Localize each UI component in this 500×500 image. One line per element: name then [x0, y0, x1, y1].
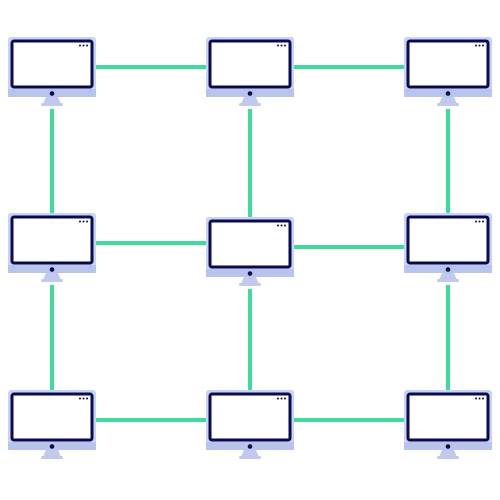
window-dot-icon — [86, 44, 88, 47]
power-dot-icon — [445, 444, 451, 449]
window-dot-icon — [478, 397, 481, 400]
window-dot-icon — [79, 220, 81, 223]
monitor-stand — [43, 97, 61, 104]
power-dot-icon — [445, 267, 451, 272]
monitor-base — [41, 279, 63, 282]
computer-n12-desktop-monitor-icon — [404, 213, 492, 282]
power-dot-icon — [445, 91, 451, 96]
window-dot-icon — [86, 220, 88, 223]
window-dot-icon — [284, 44, 286, 47]
monitor-screen — [406, 392, 490, 442]
window-dot-icon — [475, 220, 477, 223]
window-dot-icon — [475, 397, 477, 400]
window-dot-icon — [82, 397, 85, 400]
window-dot-icon — [478, 220, 481, 223]
window-dot-icon — [79, 397, 81, 400]
computer-n20-desktop-monitor-icon — [8, 390, 96, 459]
power-dot-icon — [247, 444, 253, 449]
monitor-screen — [10, 392, 94, 442]
monitor-screen — [406, 39, 490, 89]
monitor-base — [41, 456, 63, 459]
window-dot-icon — [280, 397, 283, 400]
monitor-base — [239, 456, 261, 459]
window-dot-icon — [478, 44, 481, 47]
window-dot-icon — [482, 44, 484, 47]
monitor-screen — [208, 39, 292, 89]
window-dot-icon — [284, 224, 286, 227]
window-dot-icon — [277, 397, 279, 400]
window-dot-icon — [475, 44, 477, 47]
computer-n21-desktop-monitor-icon — [206, 390, 294, 459]
computer-n11-desktop-monitor-icon — [206, 217, 294, 286]
power-dot-icon — [49, 267, 55, 272]
window-dot-icon — [280, 44, 283, 47]
computer-n01-desktop-monitor-icon — [206, 37, 294, 106]
monitor-base — [239, 283, 261, 286]
monitor-screen — [208, 392, 292, 442]
computer-n10-desktop-monitor-icon — [8, 213, 96, 282]
monitor-stand — [241, 277, 259, 284]
window-dot-icon — [86, 397, 88, 400]
monitor-stand — [241, 450, 259, 457]
window-dot-icon — [482, 397, 484, 400]
window-dot-icon — [482, 220, 484, 223]
monitor-base — [437, 279, 459, 282]
window-dot-icon — [277, 224, 279, 227]
monitor-stand — [43, 450, 61, 457]
monitor-screen — [10, 39, 94, 89]
computer-n00-desktop-monitor-icon — [8, 37, 96, 106]
monitor-stand — [439, 97, 457, 104]
power-dot-icon — [49, 91, 55, 96]
monitor-stand — [43, 273, 61, 280]
power-dot-icon — [247, 271, 253, 276]
monitor-stand — [439, 273, 457, 280]
window-dot-icon — [79, 44, 81, 47]
monitor-screen — [208, 219, 292, 269]
computer-n02-desktop-monitor-icon — [404, 37, 492, 106]
window-dot-icon — [284, 397, 286, 400]
monitor-base — [239, 103, 261, 106]
power-dot-icon — [247, 91, 253, 96]
power-dot-icon — [49, 444, 55, 449]
computer-n22-desktop-monitor-icon — [404, 390, 492, 459]
window-dot-icon — [277, 44, 279, 47]
monitor-screen — [406, 215, 490, 265]
window-dot-icon — [82, 220, 85, 223]
monitor-base — [41, 103, 63, 106]
monitor-screen — [10, 215, 94, 265]
monitor-base — [437, 103, 459, 106]
monitor-stand — [241, 97, 259, 104]
window-dot-icon — [82, 44, 85, 47]
computers — [8, 37, 492, 459]
monitor-stand — [439, 450, 457, 457]
connections — [50, 65, 450, 422]
window-dot-icon — [280, 224, 283, 227]
monitor-base — [437, 456, 459, 459]
